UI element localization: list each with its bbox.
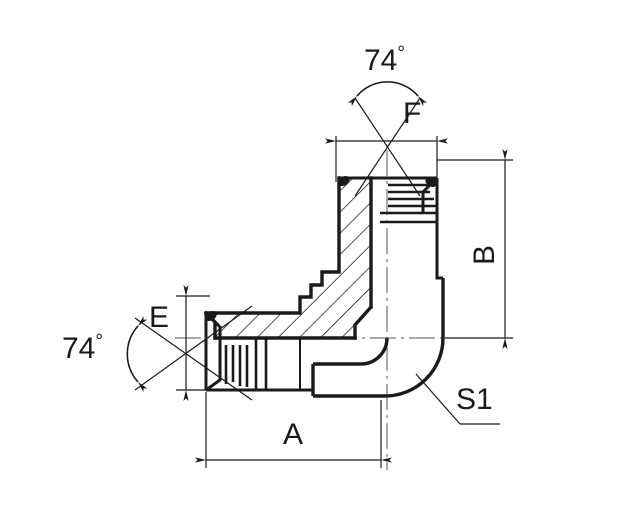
vertical-flare-angle-witness — [354, 97, 421, 197]
angle-label-top: 74° — [364, 43, 405, 77]
elbow-body — [311, 278, 445, 398]
dimension-B — [437, 149, 513, 349]
section-hatching — [206, 178, 371, 338]
dimension-A — [195, 392, 392, 468]
horizontal-angle-arrow — [126, 316, 148, 392]
vertical-thread-profile — [380, 183, 437, 224]
vertical-angle-arrow — [347, 81, 428, 107]
dimension-label-E: E — [149, 301, 170, 334]
dimension-F — [325, 136, 448, 182]
dimension-label-A: A — [283, 418, 304, 451]
fillet-marks — [205, 175, 437, 322]
horizontal-thread-profile — [224, 338, 268, 389]
dimension-label-B: B — [468, 244, 501, 265]
horizontal-flare-cone — [204, 311, 222, 392]
callout-label-S1: S1 — [456, 383, 493, 416]
leader-S1 — [415, 373, 500, 425]
angle-label-left: 74° — [62, 331, 103, 365]
dimension-E — [176, 285, 214, 401]
dimension-label-F: F — [403, 97, 422, 130]
horizontal-flare-angle-witness — [134, 305, 253, 401]
